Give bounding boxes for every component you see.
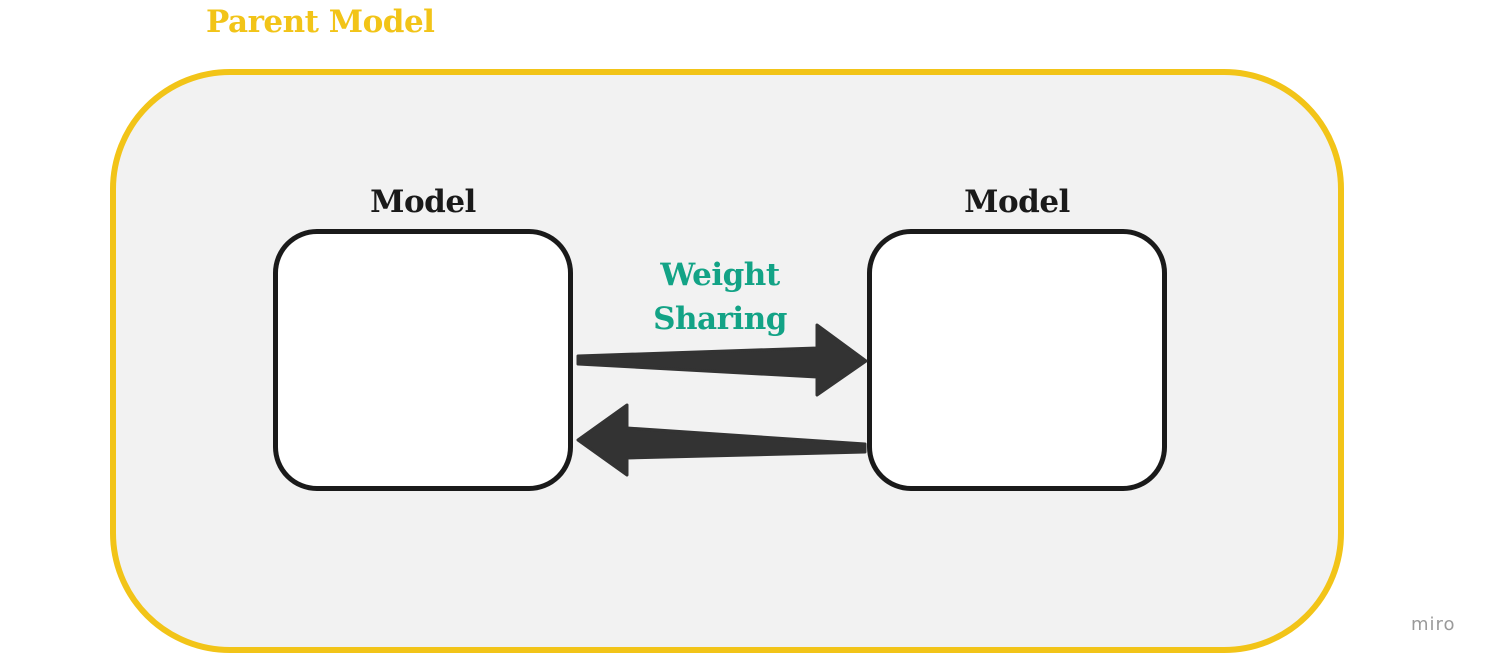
model-box-right[interactable]	[867, 229, 1167, 491]
weight-sharing-label-line1: Weight	[660, 257, 780, 293]
miro-watermark: miro	[1411, 614, 1456, 635]
weight-sharing-label-line2: Sharing	[653, 301, 787, 337]
arrow-right-icon[interactable]	[576, 323, 868, 397]
weight-sharing-label: Weight Sharing	[620, 253, 820, 341]
model-box-left[interactable]	[273, 229, 573, 491]
model-label-right: Model	[964, 184, 1070, 220]
arrow-left-icon[interactable]	[576, 403, 867, 477]
parent-model-title: Parent Model	[206, 4, 435, 40]
model-label-left: Model	[370, 184, 476, 220]
